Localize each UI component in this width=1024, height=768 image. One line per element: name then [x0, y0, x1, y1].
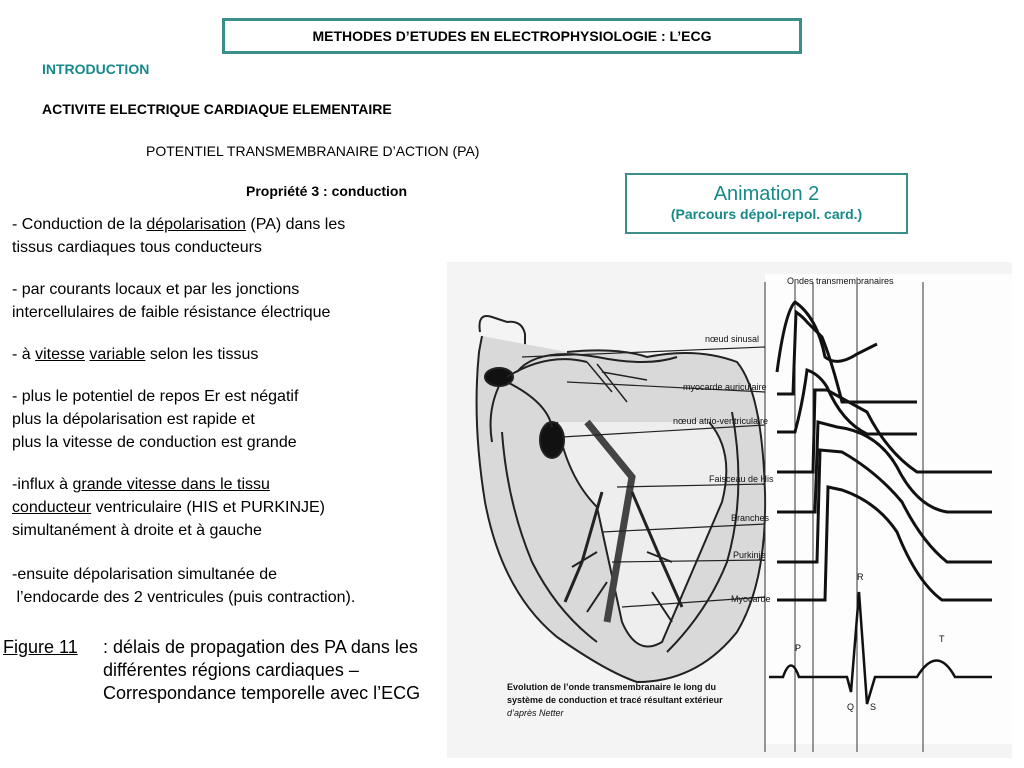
- trace-faisceau-his: [777, 388, 992, 474]
- action-potential-traces: [775, 300, 992, 602]
- trace-myocarde: [777, 485, 992, 602]
- bullet-courants-locaux: - par courants locaux et par les jonctio…: [12, 278, 330, 324]
- bullet-line: intercellulaires de faible résistance él…: [12, 304, 331, 321]
- label-myocarde-auriculaire: myocarde auriculaire: [683, 382, 767, 392]
- figure-caption: : délais de propagation des PA dans les …: [103, 637, 421, 703]
- bullet-endocarde: -ensuite dépolarisation simultanée de l’…: [12, 563, 355, 609]
- bullet-potentiel-repos: - plus le potentiel de repos Er est néga…: [12, 385, 298, 454]
- label-noeud-sinusal: nœud sinusal: [705, 334, 759, 344]
- ecg-r-label: R: [857, 572, 864, 582]
- bullet-text: (PA) dans les: [245, 216, 346, 233]
- bullet-influx: -influx à grande vitesse dans le tissu c…: [12, 473, 325, 542]
- bullet-underlined-text: dépolarisation: [146, 216, 246, 233]
- bullet-line: l’endocarde des 2 ventricules (puis cont…: [12, 589, 356, 606]
- credit-line2: système de conduction et tracé résultant…: [507, 695, 723, 705]
- label-purkinje: Purkinje: [733, 550, 766, 560]
- bullet-line: simultanément à droite et à gauche: [12, 522, 262, 539]
- bullet-underlined-text: conducteur: [12, 499, 92, 516]
- label-branches: Branches: [731, 513, 770, 523]
- bullet-underlined-text: vitesse: [35, 346, 85, 363]
- bullet-line: tissus cardiaques tous conducteurs: [12, 239, 262, 256]
- trace-purkinje: [777, 448, 992, 564]
- figure-label: Figure 11: [3, 636, 78, 659]
- credit-line1: Evolution de l’onde transmembranaire le …: [507, 682, 716, 692]
- animation-title: Animation 2: [713, 183, 820, 205]
- waves-title: Ondes transmembranaires: [787, 276, 894, 286]
- label-noeud-av: nœud atrio-ventriculaire: [673, 416, 768, 426]
- animation-subtitle: (Parcours dépol-repol. card.): [670, 206, 863, 222]
- pointer-lines: [521, 346, 766, 608]
- page-title-box: METHODES D’ETUDES EN ELECTROPHYSIOLOGIE …: [222, 18, 802, 54]
- label-faisceau-his: Faisceau de His: [709, 474, 774, 484]
- section-propriete: Propriété 3 : conduction: [246, 183, 408, 199]
- bullet-text: - à: [12, 346, 36, 363]
- bullet-line: plus la vitesse de conduction est grande: [12, 434, 297, 451]
- section-activite: ACTIVITE ELECTRIQUE CARDIAQUE ELEMENTAIR…: [42, 101, 392, 117]
- trace-noeud-av: [777, 367, 917, 436]
- bullet-vitesse: - à vitesse variable selon les tissus: [12, 343, 258, 366]
- heart-conduction-diagram: Ondes transmembranaires nœud sinusal myo…: [447, 262, 1012, 758]
- bullet-text: ventriculaire (HIS et PURKINJE): [91, 499, 326, 516]
- bullet-line: - plus le potentiel de repos Er est néga…: [12, 388, 299, 405]
- bullet-underlined-text: variable: [89, 346, 146, 363]
- credit-line3: d’après Netter: [507, 708, 565, 718]
- bullet-text: -influx à: [12, 476, 73, 493]
- waves-panel: [765, 274, 1012, 744]
- bullet-text: - Conduction de la: [12, 216, 147, 233]
- label-myocarde: Myocarde: [731, 594, 771, 604]
- bullet-line: -ensuite dépolarisation simultanée de: [12, 566, 278, 583]
- ecg-t-label: T: [939, 634, 945, 644]
- trace-branches: [777, 420, 992, 514]
- ecg-q-label: Q: [847, 702, 854, 712]
- ecg-p-label: P: [795, 643, 801, 653]
- bullet-underlined-text: grande vitesse dans le tissu: [72, 476, 270, 493]
- section-potentiel: POTENTIEL TRANSMEMBRANAIRE D’ACTION (PA): [146, 143, 480, 159]
- ecg-s-label: S: [870, 702, 876, 712]
- bullet-line: plus la dépolarisation est rapide et: [12, 411, 255, 428]
- page-title: METHODES D’ETUDES EN ELECTROPHYSIOLOGIE …: [312, 28, 712, 44]
- heart-illustration: [475, 315, 767, 684]
- bullet-conduction: - Conduction de la dépolarisation (PA) d…: [12, 213, 345, 259]
- trace-myocarde-auriculaire: [777, 309, 917, 404]
- bullet-text: selon les tissus: [145, 346, 259, 363]
- animation-link-box[interactable]: Animation 2 (Parcours dépol-repol. card.…: [625, 173, 908, 234]
- figure-label-text: Figure 11: [3, 637, 78, 657]
- section-introduction: INTRODUCTION: [42, 61, 150, 77]
- ecg-trace: [769, 591, 992, 705]
- bullet-line: - par courants locaux et par les jonctio…: [12, 281, 300, 298]
- trace-noeud-sinusal: [775, 300, 878, 373]
